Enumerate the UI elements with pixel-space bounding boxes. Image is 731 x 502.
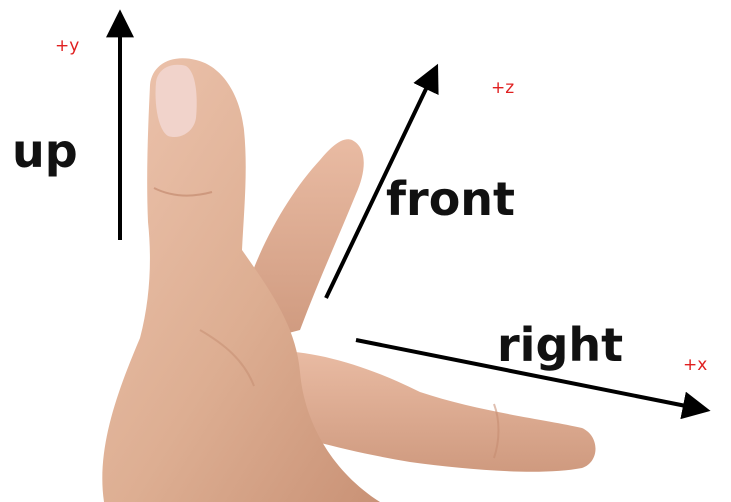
- finger-crease: [493, 403, 500, 459]
- thumb-crease: [153, 187, 213, 197]
- y-axis-sign: +y: [55, 36, 80, 56]
- right-label: right: [497, 318, 624, 372]
- thumb-nail: [155, 64, 197, 138]
- x-axis-sign: +x: [683, 355, 708, 375]
- middle-finger: [246, 350, 596, 472]
- front-label: front: [386, 172, 516, 226]
- right-arrow: [355, 338, 711, 420]
- z-axis-sign: +z: [491, 78, 515, 98]
- thumb-and-palm: [102, 58, 380, 502]
- hand-illustration: [102, 58, 596, 502]
- front-arrow: [324, 63, 439, 299]
- index-finger: [246, 139, 364, 340]
- palm-crease: [199, 329, 255, 387]
- up-label: up: [12, 124, 78, 178]
- axis-arrows: [106, 9, 711, 420]
